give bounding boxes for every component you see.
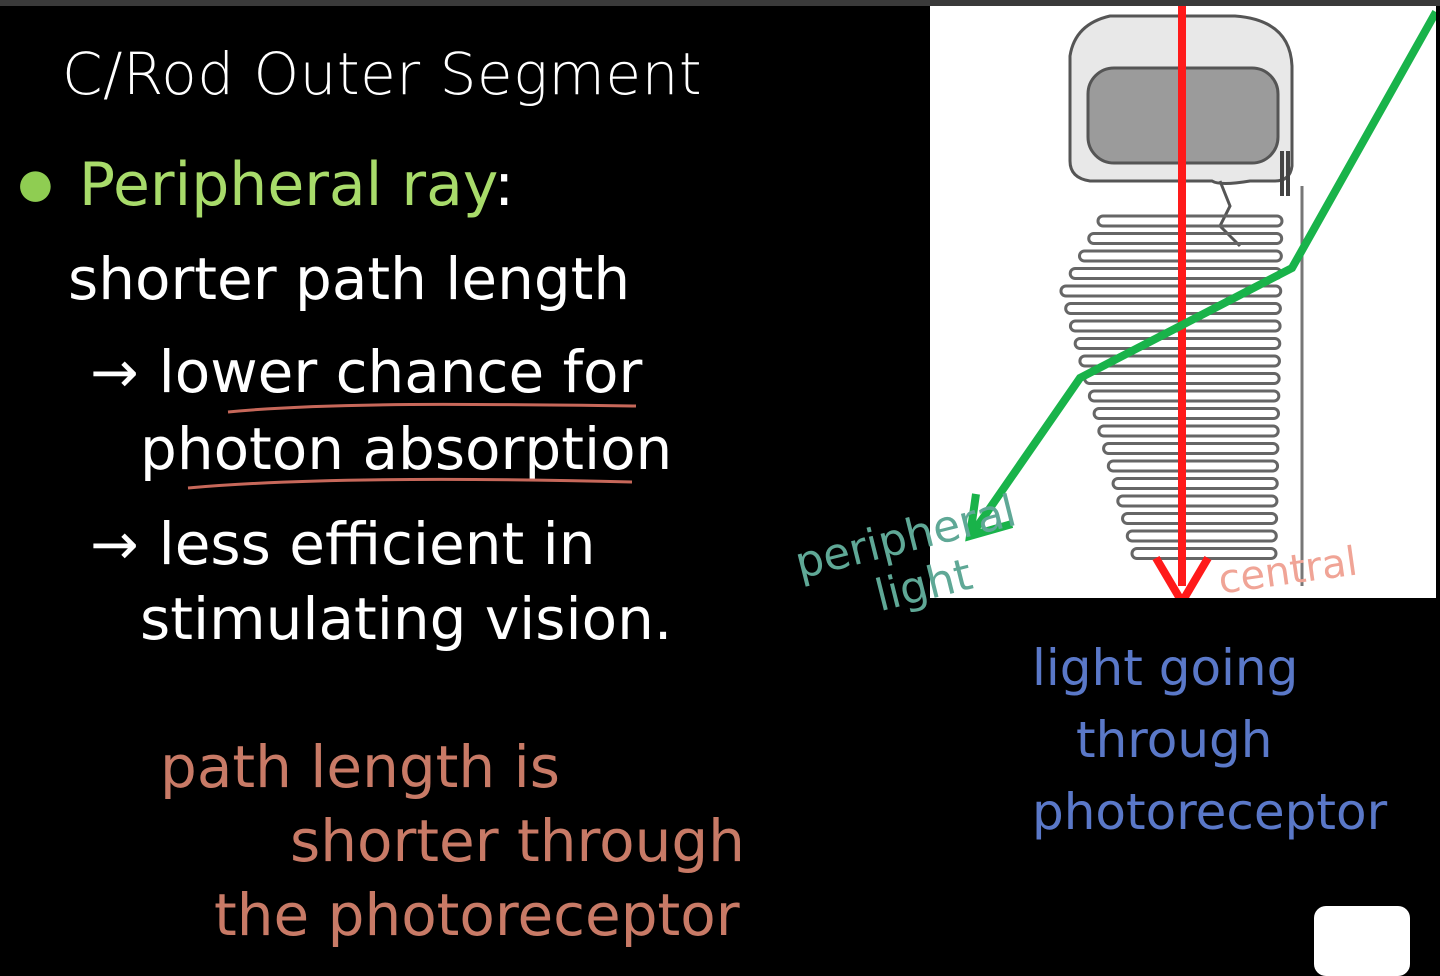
line-lower-chance: → lower chance for	[90, 338, 642, 406]
underline-lower-chance	[227, 402, 637, 414]
disc	[1092, 407, 1281, 420]
line-lower-chance-text: lower chance for	[158, 338, 643, 406]
slide-title: C/Rod Outer Segment	[62, 40, 703, 108]
central-ray-arrowhead	[1152, 555, 1212, 598]
arrow-icon: →	[90, 338, 139, 406]
disc	[1111, 477, 1279, 490]
bullet-dot-icon: ●	[18, 161, 53, 207]
bullet-peripheral-ray: ● Peripheral ray:	[18, 150, 514, 220]
disc	[1059, 284, 1283, 298]
arrow-icon: →	[90, 510, 139, 578]
line-photon-absorption: photon absorption	[140, 415, 673, 483]
underline-annotations	[187, 402, 637, 490]
note-path-line1: path length is	[160, 733, 560, 801]
note-light-going-line2: through	[1076, 711, 1273, 769]
disc	[1106, 459, 1280, 473]
outer-segment-discs	[1059, 214, 1284, 560]
disc	[1097, 424, 1280, 438]
photoreceptor-diagram	[930, 6, 1436, 598]
disc	[1102, 442, 1280, 455]
disc	[1125, 529, 1278, 543]
note-light-going-line3: photoreceptor	[1032, 783, 1388, 841]
peripheral-ray-arrowhead	[965, 493, 1014, 542]
underline-photon-absorption	[187, 478, 633, 490]
disc	[1068, 267, 1283, 280]
bullet-label: Peripheral ray	[78, 150, 494, 220]
line-shorter-path: shorter path length	[68, 245, 631, 313]
note-path-line3: the photoreceptor	[214, 881, 740, 949]
disc	[1064, 302, 1282, 315]
disc	[1116, 494, 1279, 508]
peripheral-ray	[968, 10, 1436, 537]
note-path-line2: shorter through	[290, 807, 745, 875]
disc	[1096, 214, 1284, 228]
line-less-efficient-text: less efficient in	[158, 510, 596, 578]
scroll-up-button[interactable]	[1314, 906, 1410, 976]
bullet-suffix: :	[493, 150, 515, 220]
disc	[1073, 337, 1282, 350]
line-less-efficient: → less efficient in	[90, 510, 596, 578]
note-light-going: light going through photoreceptor	[1032, 632, 1387, 848]
note-light-going-line1: light going	[1032, 639, 1299, 697]
disc	[1121, 512, 1279, 525]
window-top-border	[0, 0, 1440, 6]
line-stimulating-vision: stimulating vision.	[140, 585, 673, 653]
note-path-length: path length is shorter through the photo…	[160, 730, 745, 952]
